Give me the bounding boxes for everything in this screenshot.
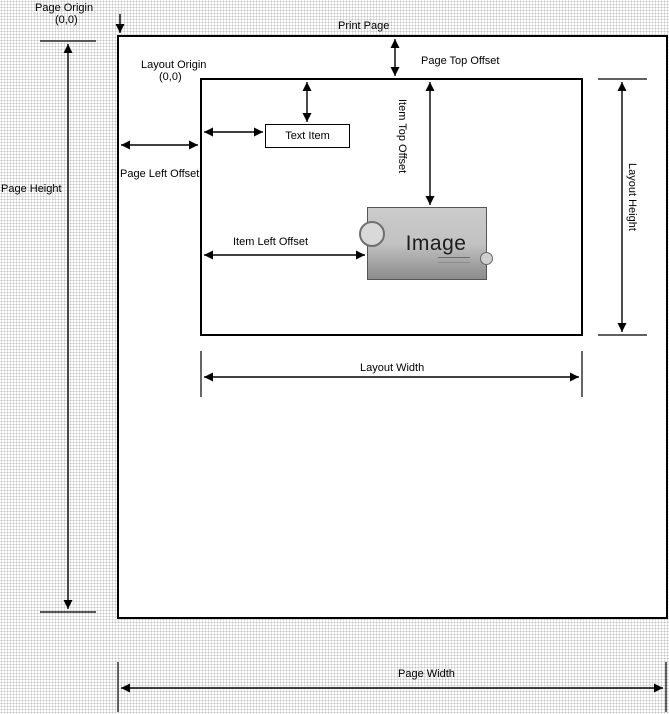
page-height-label: Page Height: [1, 183, 62, 195]
image-circle-icon: [359, 221, 385, 247]
image-caption-mark: [438, 257, 470, 263]
layout-origin-coords: (0,0): [159, 71, 182, 83]
layout-height-label: Layout Height: [626, 163, 638, 231]
layout-width-label: Layout Width: [360, 362, 425, 374]
item-top-offset-label: Item Top Offset: [396, 99, 408, 174]
text-item-box: Text Item: [265, 124, 350, 148]
page-origin-coords: (0,0): [55, 14, 78, 26]
image-label: Image: [405, 231, 467, 255]
image-placeholder: Image: [359, 207, 493, 280]
page-height-dimension: [40, 40, 96, 613]
page-top-offset-label: Page Top Offset: [421, 55, 500, 67]
page-width-label: Page Width: [398, 668, 455, 680]
item-left-offset-label: Item Left Offset: [233, 236, 308, 248]
text-item-label: Text Item: [285, 130, 330, 142]
page-width-dimension: [117, 662, 667, 712]
layout-origin-label: Layout Origin: [141, 59, 207, 71]
page-left-offset-label: Page Left Offset: [120, 168, 200, 180]
image-handle-icon: [480, 252, 493, 265]
print-page-label: Print Page: [338, 20, 390, 32]
page-origin-label: Page Origin: [35, 2, 94, 14]
